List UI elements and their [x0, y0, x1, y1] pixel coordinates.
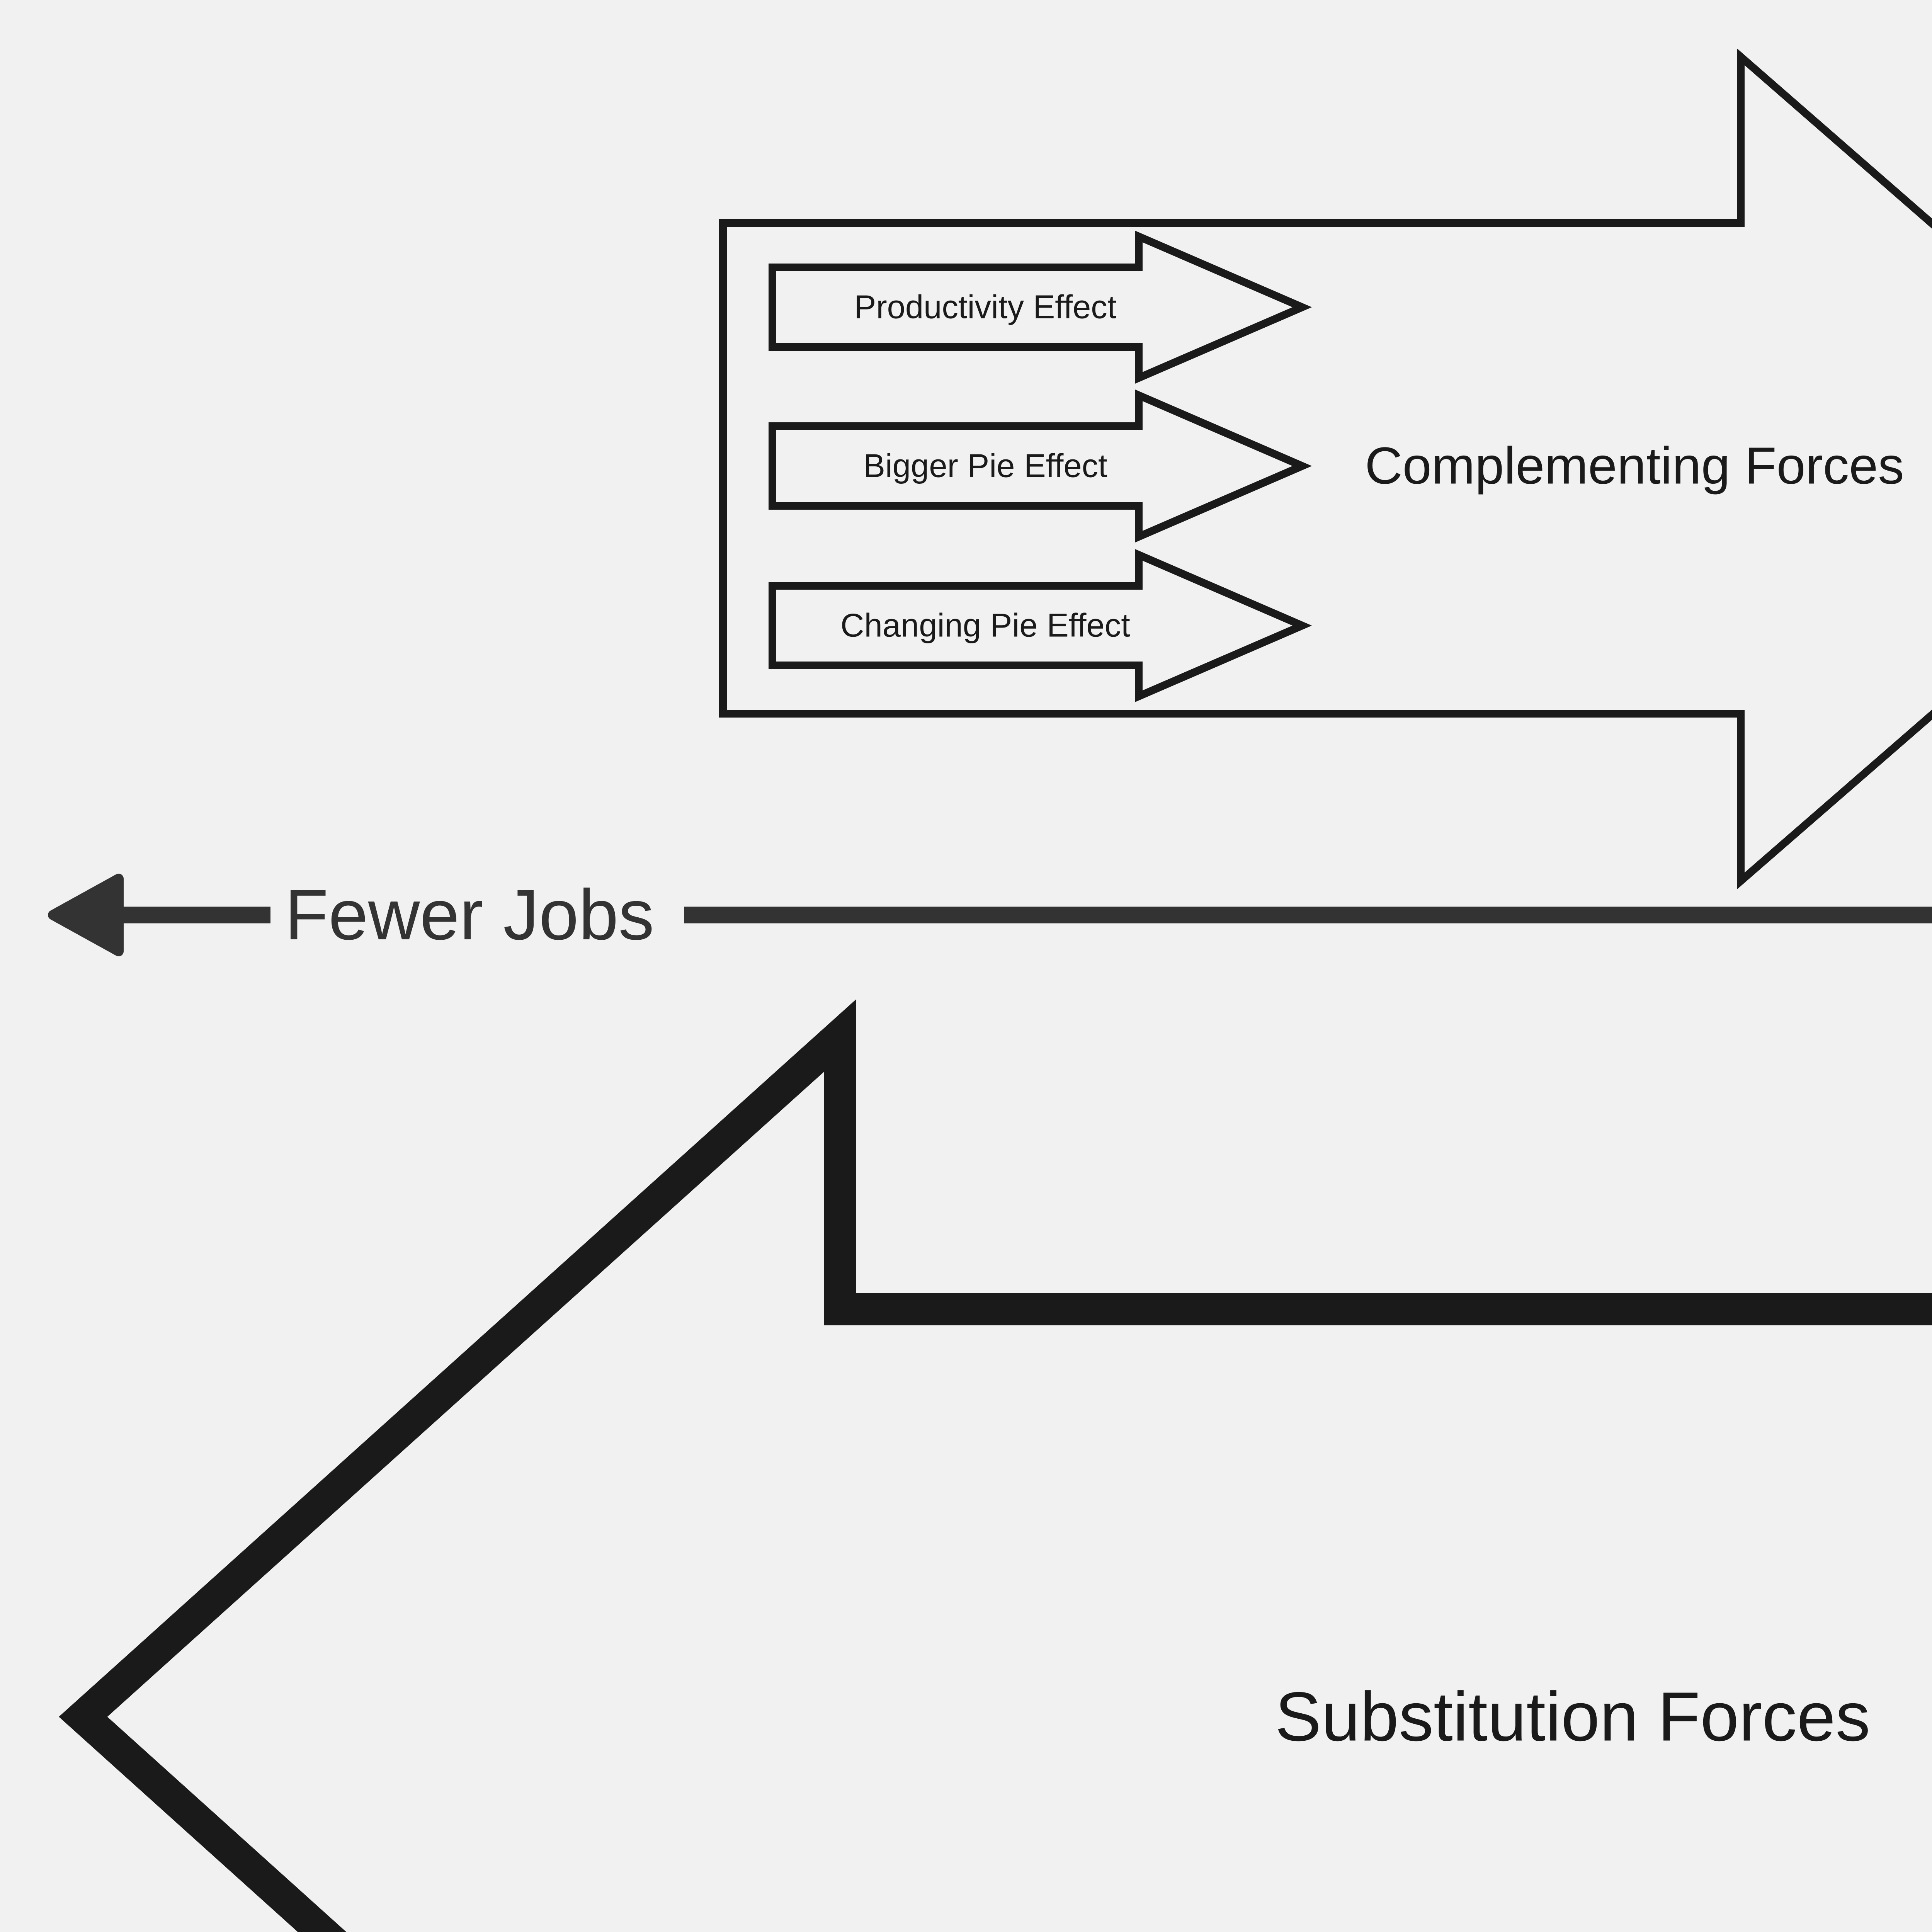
bigger-pie-effect-label: Bigger Pie Effect — [863, 448, 1107, 485]
bigger-pie-effect-arrow-shape — [769, 389, 1312, 543]
productivity-effect-arrow-shape — [769, 230, 1312, 384]
jobs-axis: Fewer Jobs More Jobs — [48, 874, 1932, 956]
changing-pie-effect-label: Changing Pie Effect — [840, 607, 1130, 644]
complementing-forces-arrow: Complementing Forces Productivity Effect… — [719, 48, 1932, 889]
substitution-forces-arrow: Substitution Forces — [59, 999, 1932, 1932]
complementing-forces-arrow-shape — [719, 48, 1932, 889]
changing-pie-effect-arrow: Changing Pie Effect — [769, 549, 1312, 702]
changing-pie-effect-arrow-shape — [769, 549, 1312, 702]
substitution-forces-arrow-shape — [59, 999, 1932, 1932]
substitution-forces-label: Substitution Forces — [1275, 1678, 1871, 1756]
complementing-forces-label: Complementing Forces — [1365, 437, 1904, 495]
bigger-pie-effect-arrow: Bigger Pie Effect — [769, 389, 1312, 543]
productivity-effect-label: Productivity Effect — [854, 289, 1117, 326]
fewer-jobs-label: Fewer Jobs — [285, 875, 654, 955]
productivity-effect-arrow: Productivity Effect — [769, 230, 1312, 384]
